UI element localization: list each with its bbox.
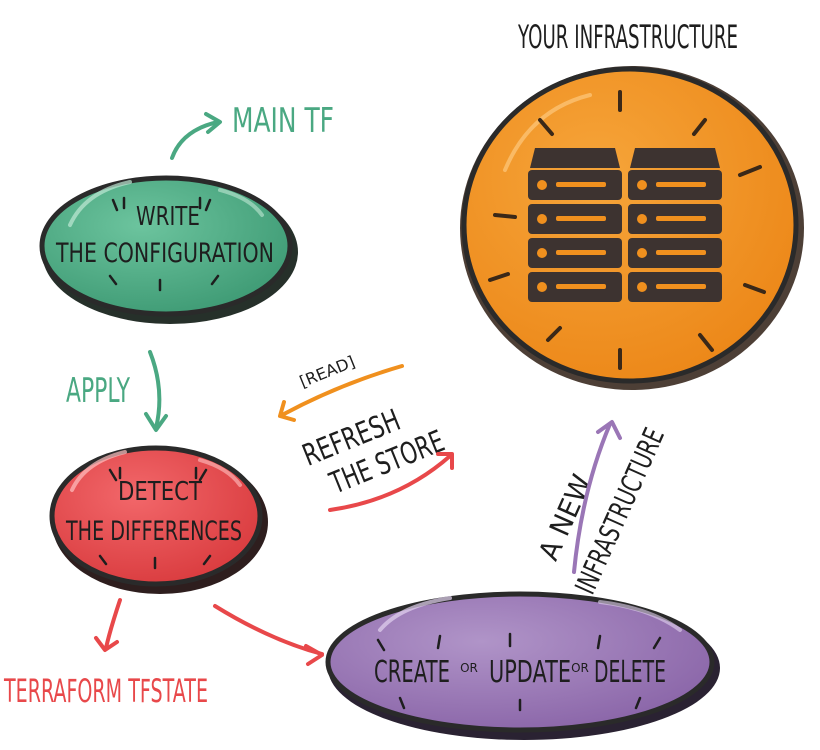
label-main-tf: MAIN TF [232,101,334,141]
arrow-to-tfstate [104,598,122,650]
label-apply: APPLY [66,371,130,411]
action-create: CREATE [374,655,450,690]
diagram-title: YOUR INFRASTRUCTURE [517,18,738,56]
clock-ticks [488,90,766,370]
write-configuration-node: WRITE THE CONFIGURATION [39,175,298,324]
write-node-line2: THE CONFIGURATION [55,238,274,269]
detect-node-line1: DETECT [118,477,202,507]
write-node-line1: WRITE [136,202,200,232]
action-delete: DELETE [594,655,666,690]
server-lights [537,180,706,292]
action-or-2: OR [571,661,589,675]
infrastructure-node [460,66,804,390]
arrow-to-main-tf [170,120,220,160]
arrow-apply [148,350,162,430]
label-terraform-tfstate: TERRAFORM TFSTATE [3,672,208,710]
arrow-refresh [328,454,452,512]
emphasis-marks [98,196,662,712]
detect-differences-node: DETECT THE DIFFERENCES [49,445,268,594]
detect-node-line2: THE DIFFERENCES [65,516,242,547]
action-or-1: OR [460,661,478,675]
arrow-new-infrastructure [572,422,612,574]
action-update: UPDATE [489,655,571,690]
create-update-delete-node: CREATE OR UPDATE OR DELETE [325,591,720,740]
arrow-read [282,364,404,416]
